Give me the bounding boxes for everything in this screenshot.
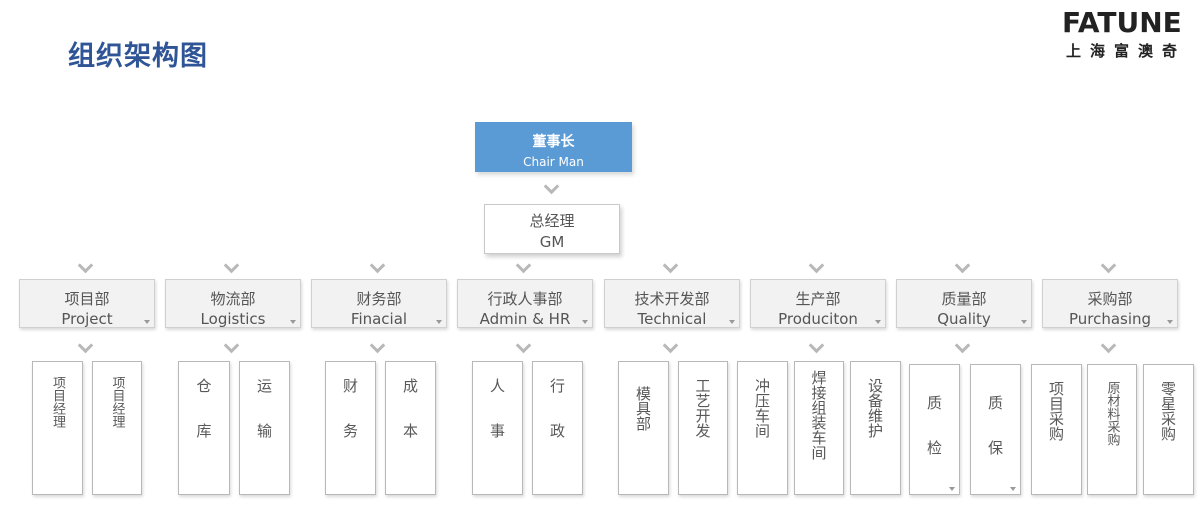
chevron-down-icon xyxy=(515,337,532,354)
subunit-label: 项目采购 xyxy=(1047,381,1065,441)
department-box: 技术开发部 Technical xyxy=(604,279,740,328)
subunit-box: 项目采购 xyxy=(1031,364,1082,495)
chevron-down-icon xyxy=(543,178,560,195)
subunit-label: 行政 xyxy=(548,378,566,468)
department-name-en: Finacial xyxy=(350,310,408,328)
department-name-en: Project xyxy=(61,310,113,328)
corner-caret-icon xyxy=(290,320,296,324)
department-name-en: Logistics xyxy=(200,310,266,328)
department-name-zh: 行政人事部 xyxy=(487,290,563,308)
corner-caret-icon xyxy=(729,320,735,324)
subunit-box: 工艺开发 xyxy=(678,361,728,495)
department-name-en: Produciton xyxy=(778,310,858,328)
chevron-down-icon xyxy=(954,257,971,274)
subunit-box: 冲压车间 xyxy=(737,361,788,495)
subunit-box: 运输 xyxy=(239,361,290,495)
department-box: 项目部 Project xyxy=(19,279,155,328)
subunit-label: 原材料采购 xyxy=(1104,381,1120,446)
department-box: 质量部 Quality xyxy=(896,279,1032,328)
subunit-box: 成本 xyxy=(385,361,436,495)
chevron-down-icon xyxy=(223,337,240,354)
chevron-down-icon xyxy=(369,337,386,354)
subunit-label: 焊接组装车间 xyxy=(809,370,828,460)
subunit-label: 仓库 xyxy=(194,378,213,468)
department-name-zh: 项目部 xyxy=(64,290,110,308)
chevron-down-icon xyxy=(662,337,679,354)
department-name-zh: 财务部 xyxy=(356,290,402,308)
department-name-en: Admin & HR xyxy=(479,310,571,328)
subunit-box: 质保 xyxy=(970,364,1021,495)
subunit-label: 财务 xyxy=(341,378,359,468)
department-name-zh: 质量部 xyxy=(941,290,987,308)
subunit-box: 模具部 xyxy=(618,361,669,495)
department-box: 生产部 Produciton xyxy=(750,279,886,328)
subunit-label: 工艺开发 xyxy=(693,378,712,438)
subunit-label: 设备维护 xyxy=(866,378,884,438)
corner-caret-icon xyxy=(144,320,150,324)
page-title: 组织架构图 xyxy=(68,41,208,72)
subunit-box: 焊接组装车间 xyxy=(794,361,844,495)
department-name-en: Quality xyxy=(937,310,991,328)
subunit-box: 项目经理 xyxy=(32,361,83,495)
department-name-en: Technical xyxy=(637,310,707,328)
chevron-down-icon xyxy=(808,337,825,354)
chevron-down-icon xyxy=(1100,337,1117,354)
gm-box: 总经理 GM xyxy=(484,204,620,254)
chairman-label-en: Chair Man xyxy=(523,155,584,169)
department-name-zh: 技术开发部 xyxy=(634,290,710,308)
chevron-down-icon xyxy=(662,257,679,274)
subunit-box: 人事 xyxy=(472,361,523,495)
subunit-box: 仓库 xyxy=(178,361,230,495)
department-box: 采购部 Purchasing xyxy=(1042,279,1178,328)
subunit-label: 项目经理 xyxy=(109,376,125,428)
subunit-label: 零星采购 xyxy=(1159,381,1177,441)
gm-label-zh: 总经理 xyxy=(529,212,575,230)
chevron-down-icon xyxy=(369,257,386,274)
subunit-label: 项目经理 xyxy=(50,376,65,428)
subunit-label: 成本 xyxy=(401,378,419,468)
department-name-zh: 采购部 xyxy=(1087,290,1133,308)
department-name-en: Purchasing xyxy=(1068,310,1152,328)
corner-caret-icon xyxy=(436,320,442,324)
subunit-box: 质检 xyxy=(909,364,960,495)
department-box: 财务部 Finacial xyxy=(311,279,447,328)
subunit-label: 质检 xyxy=(925,395,943,485)
corner-caret-icon xyxy=(1167,320,1173,324)
logo-chinese-name: 上海富澳奇 xyxy=(1066,42,1187,60)
department-box: 行政人事部 Admin & HR xyxy=(457,279,593,328)
chairman-label-zh: 董事长 xyxy=(532,134,575,150)
subunit-label: 模具部 xyxy=(634,386,652,431)
corner-caret-icon xyxy=(875,320,881,324)
subunit-label: 质保 xyxy=(986,395,1004,485)
chairman-box: 董事长 Chair Man xyxy=(475,122,632,172)
chevron-down-icon xyxy=(954,337,971,354)
subunit-box: 原材料采购 xyxy=(1087,364,1137,495)
chevron-down-icon xyxy=(77,257,94,274)
subunit-label: 人事 xyxy=(488,378,506,468)
company-logo: FATUNE 上海富澳奇 xyxy=(1062,6,1194,62)
subunit-box: 零星采购 xyxy=(1143,364,1194,495)
department-box: 物流部 Logistics xyxy=(165,279,301,328)
chevron-down-icon xyxy=(1100,257,1117,274)
subunit-label: 冲压车间 xyxy=(753,378,771,438)
chevron-down-icon xyxy=(223,257,240,274)
corner-caret-icon xyxy=(582,320,588,324)
subunit-box: 项目经理 xyxy=(92,361,142,495)
chevron-down-icon xyxy=(515,257,532,274)
subunit-box: 财务 xyxy=(325,361,376,495)
gm-label-en: GM xyxy=(539,233,565,251)
subunit-box: 行政 xyxy=(532,361,583,495)
subunit-label: 运输 xyxy=(255,378,273,468)
corner-caret-icon xyxy=(949,487,955,491)
logo-wordmark: FATUNE xyxy=(1062,6,1182,39)
subunit-box: 设备维护 xyxy=(850,361,901,495)
corner-caret-icon xyxy=(1010,487,1016,491)
chevron-down-icon xyxy=(808,257,825,274)
department-name-zh: 物流部 xyxy=(210,290,256,308)
corner-caret-icon xyxy=(1021,320,1027,324)
department-name-zh: 生产部 xyxy=(795,290,841,308)
chevron-down-icon xyxy=(77,337,94,354)
